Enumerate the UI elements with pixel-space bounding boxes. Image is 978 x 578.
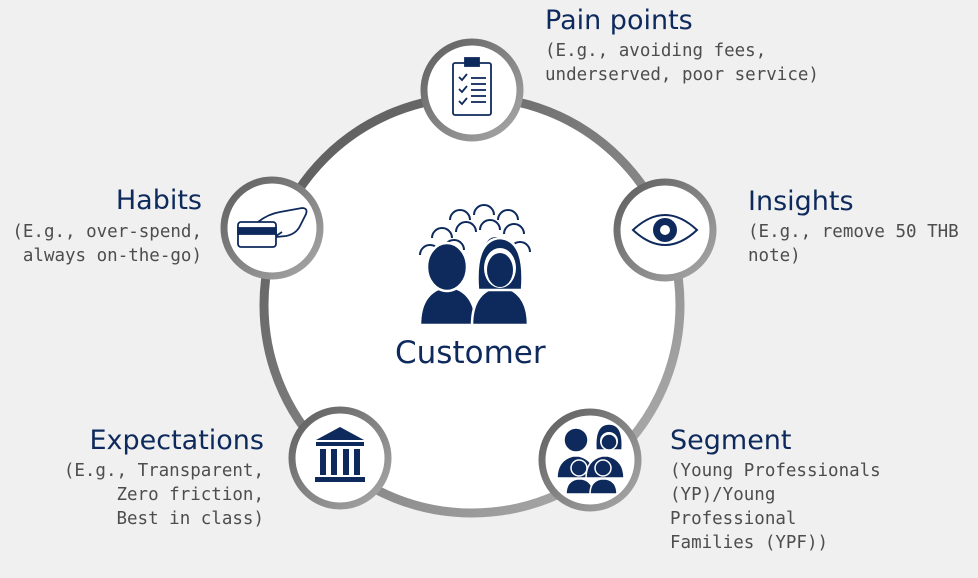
bank-building-icon	[315, 427, 365, 482]
eye-icon	[631, 214, 699, 246]
family-group-icon	[556, 423, 625, 495]
habits-desc-line: (E.g., over-spend,	[12, 222, 202, 242]
checklist-clipboard-icon	[452, 57, 492, 116]
pain-points-desc-line: underserved, poor service)	[545, 65, 819, 85]
expectations-desc-line: Best in class)	[116, 509, 264, 529]
node-insights	[613, 178, 717, 282]
habits-desc-line: always on-the-go)	[22, 246, 202, 266]
hand-card-icon	[237, 207, 308, 248]
habits-title: Habits	[115, 185, 202, 216]
segment-desc-line: (YP)/Young	[670, 485, 776, 505]
insights-desc-line: note)	[748, 246, 801, 266]
expectations-desc-line: Zero friction,	[116, 485, 264, 505]
habits-desc: (E.g., over-spend, always on-the-go)	[12, 220, 202, 268]
insights-title: Insights	[748, 186, 854, 217]
segment-desc: (Young Professionals (YP)/Young Professi…	[670, 459, 881, 555]
node-segment	[538, 408, 642, 512]
expectations-desc-line: (E.g., Transparent,	[63, 461, 264, 481]
segment-desc-line: Professional	[670, 509, 797, 529]
insights-desc-line: (E.g., remove 50 THB	[748, 222, 959, 242]
node-pain-points	[420, 38, 524, 142]
segment-title: Segment	[670, 425, 792, 456]
segment-desc-line: (Young Professionals	[670, 461, 881, 481]
expectations-title: Expectations	[89, 425, 264, 456]
expectations-desc: (E.g., Transparent, Zero friction, Best …	[64, 459, 264, 531]
node-habits	[220, 176, 324, 280]
pain-points-desc-line: (E.g., avoiding fees,	[545, 41, 767, 61]
pain-points-desc: (E.g., avoiding fees, underserved, poor …	[545, 39, 819, 87]
insights-desc: (E.g., remove 50 THB note)	[748, 220, 959, 268]
customer-people-icon	[418, 236, 530, 327]
node-expectations	[288, 406, 392, 510]
pain-points-title: Pain points	[545, 5, 693, 36]
center-label: Customer	[395, 335, 546, 371]
segment-desc-line: Families (YPF))	[670, 533, 829, 553]
